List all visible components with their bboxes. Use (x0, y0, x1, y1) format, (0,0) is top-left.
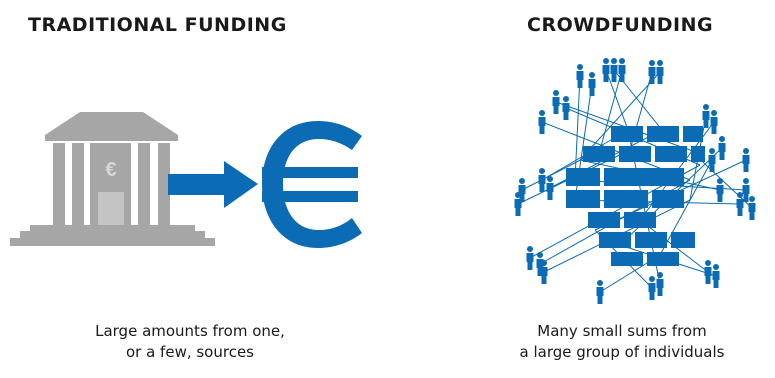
person-icon (648, 276, 656, 300)
connector-line (565, 107, 701, 166)
connector-line (574, 199, 741, 205)
person-icon (656, 60, 664, 84)
person-icon (538, 110, 546, 134)
traditional-funding-caption: Large amounts from one, or a few, source… (40, 321, 340, 363)
connector-line (539, 179, 691, 265)
person-icon (742, 148, 750, 172)
person-icon (742, 178, 750, 202)
connector-line (549, 129, 663, 189)
brick (602, 188, 650, 210)
person-icon (718, 136, 726, 160)
connector-line (574, 83, 593, 201)
person-icon (552, 90, 560, 114)
brick (602, 166, 686, 188)
caption-line-1: Large amounts from one, (95, 322, 285, 340)
brick (609, 250, 645, 268)
connector-line (543, 199, 691, 273)
bank-icon: € (10, 112, 215, 246)
connector-line (541, 121, 691, 181)
person-icon (618, 58, 626, 82)
connector-line (659, 159, 713, 256)
caption-line-2: or a few, sources (125, 343, 254, 361)
caption-line-2: a large group of individuals (519, 343, 725, 361)
connector-line (579, 159, 721, 191)
person-icon (536, 252, 544, 276)
person-icon (514, 192, 522, 216)
brick (669, 230, 697, 250)
crowdfunding-caption: Many small sums from a large group of in… (472, 321, 772, 363)
connector-line (521, 149, 601, 191)
connector-line (579, 71, 661, 161)
person-icon (540, 260, 548, 284)
traditional-funding-title: TRADITIONAL FUNDING (28, 14, 287, 36)
caption-line-1: Many small sums from (537, 322, 707, 340)
brick (586, 210, 622, 230)
person-icon (748, 196, 756, 220)
person-icon (648, 60, 656, 84)
person-icon (576, 64, 584, 88)
person-icon (704, 260, 712, 284)
person-icon (708, 148, 716, 172)
connector-line (599, 69, 623, 151)
connector-line (627, 129, 661, 285)
person-icon (702, 104, 710, 128)
connector-line (555, 101, 691, 151)
brick (681, 124, 705, 144)
brick-euro (564, 124, 707, 268)
person-icon (526, 246, 534, 270)
crowd (514, 58, 756, 304)
connector-line (541, 129, 629, 181)
person-icon (610, 58, 618, 82)
brick (564, 166, 602, 188)
bank-euro-symbol: € (105, 159, 116, 181)
arrow-right-icon (168, 161, 258, 208)
connector-line (594, 159, 747, 231)
connector-line (594, 229, 653, 289)
person-icon (710, 110, 718, 134)
crowdfunding-title: CROWDFUNDING (527, 14, 714, 36)
person-icon (656, 272, 664, 296)
person-icon (716, 178, 724, 202)
connector-line (599, 254, 661, 293)
person-icon (562, 96, 570, 120)
connector-line (529, 164, 701, 259)
person-icon (596, 280, 604, 304)
euro-icon (262, 121, 362, 248)
person-icon (518, 178, 526, 202)
connector-line (639, 219, 709, 273)
person-icon (712, 264, 720, 288)
person-icon (602, 58, 610, 82)
person-icon (546, 176, 554, 200)
person-icon (538, 168, 546, 192)
connector-line (605, 69, 629, 131)
brick (564, 188, 602, 210)
person-icon (736, 192, 744, 216)
connector-line (619, 244, 717, 277)
person-icon (588, 72, 596, 96)
connector-line (574, 75, 581, 181)
connector-line (517, 149, 631, 205)
brick (597, 230, 633, 250)
